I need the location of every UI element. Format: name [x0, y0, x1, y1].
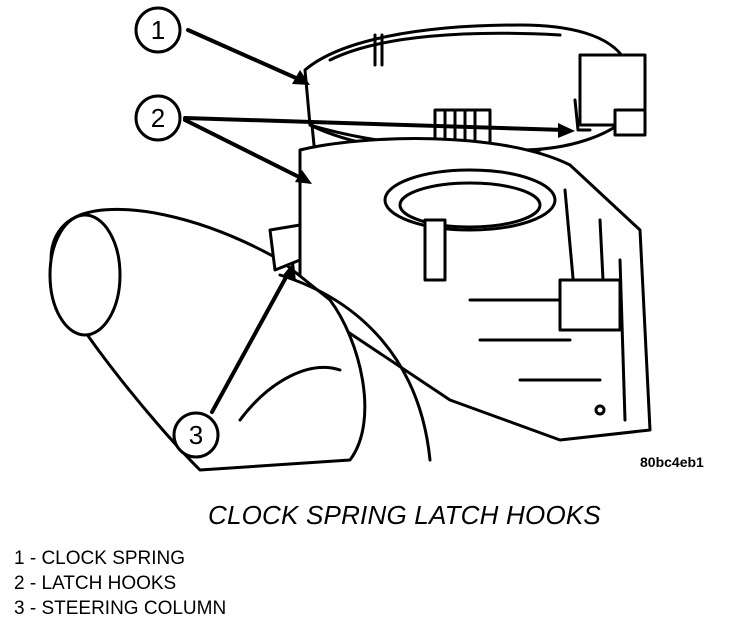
callout-circle-3	[172, 411, 220, 459]
legend-item: 1 - CLOCK SPRING	[14, 548, 186, 569]
callout-number-2: 2	[151, 103, 165, 133]
callout-circle-1	[134, 6, 182, 54]
figure-title: CLOCK SPRING LATCH HOOKS	[208, 500, 601, 530]
clock-spring-housing	[303, 23, 647, 156]
legend-item: 2 - LATCH HOOKS	[14, 573, 177, 594]
leader-lines	[183, 28, 567, 414]
column-body	[298, 137, 652, 442]
arrowheads	[283, 70, 575, 282]
callout-circle-2	[134, 94, 182, 142]
legend: 1 - CLOCK SPRING 2 - LATCH HOOKS 3 - STE…	[14, 546, 226, 621]
callout-number-3: 3	[189, 420, 203, 450]
legend-item: 3 - STEERING COLUMN	[14, 598, 227, 619]
figure-code: 80bc4eb1	[640, 454, 704, 470]
callout-number-1: 1	[151, 15, 165, 45]
